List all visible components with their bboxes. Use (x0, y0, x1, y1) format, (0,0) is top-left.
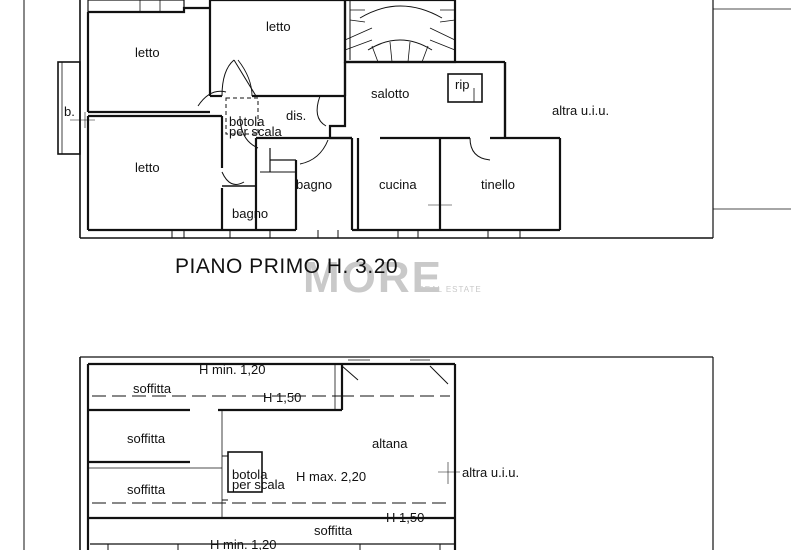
label-h-max: H max. 2,20 (296, 469, 366, 484)
watermark-tagline: REAL ESTATE (418, 285, 482, 294)
label-h-min-top: H min. 1,20 (199, 362, 265, 377)
room-label-letto-bottom: letto (135, 160, 160, 175)
floor-title: PIANO PRIMO H. 3.20 (175, 255, 398, 278)
first-floor-plan (23, 0, 791, 550)
label-h150-bottom: H 1,50 (386, 510, 424, 525)
room-label-bagno-main: bagno (296, 177, 332, 192)
label-altra-uiu: altra u.i.u. (552, 103, 609, 118)
room-label-letto-left: letto (135, 45, 160, 60)
room-label-soffitta-2: soffitta (127, 431, 166, 446)
label-botola-attic: botola (232, 467, 268, 482)
room-label-soffitta-4: soffitta (314, 523, 353, 538)
room-label-cucina: cucina (379, 177, 417, 192)
room-label-bagno-small: bagno (232, 206, 268, 221)
label-h-min-bottom: H min. 1,20 (210, 537, 276, 550)
watermark-logo: MORE REAL ESTATE (303, 253, 482, 302)
room-label-soffitta-1: soffitta (133, 381, 172, 396)
room-label-salotto: salotto (371, 86, 409, 101)
room-label-dis: dis. (286, 108, 306, 123)
attic-plan (79, 356, 714, 550)
label-botola: botola (229, 114, 265, 129)
watermark-more: MORE (303, 253, 443, 302)
room-label-letto-top: letto (266, 19, 291, 34)
room-label-rip: rip (455, 77, 469, 92)
label-altra-uiu-attic: altra u.i.u. (462, 465, 519, 480)
room-label-altana: altana (372, 436, 408, 451)
room-label-balcony: b. (64, 104, 75, 119)
label-per-scala-attic: per scala (232, 477, 286, 492)
label-per-scala: per scala (229, 124, 283, 139)
room-label-soffitta-3: soffitta (127, 482, 166, 497)
label-h150-top: H 1,50 (263, 390, 301, 405)
room-label-tinello: tinello (481, 177, 515, 192)
